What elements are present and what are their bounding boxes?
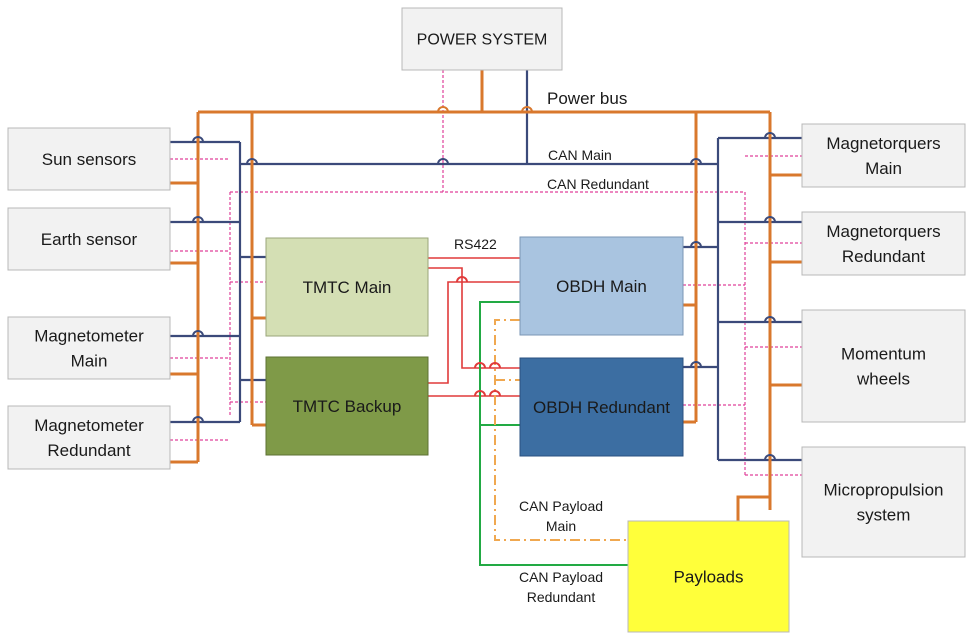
sun-sensors-label-line-1: Sun sensors	[42, 150, 137, 169]
magnetometer-main-label-line-1: Magnetometer	[34, 327, 144, 346]
can-payload-main-label-line1: CAN Payload	[519, 498, 603, 514]
can-payload-redundant-lines	[479, 301, 628, 566]
power-system-box: POWER SYSTEM	[401, 7, 563, 71]
can-payload-redundant-label-line1: CAN Payload	[519, 569, 603, 585]
magnetorquers-redundant-label-line-1: Magnetorquers	[826, 222, 940, 241]
micropropulsion-system-box: Micropropulsion system	[801, 446, 966, 558]
can-payload-main-label-line2: Main	[546, 518, 576, 534]
payloads-label-line-1: Payloads	[674, 567, 744, 586]
micropropulsion-system-label-line-2: system	[857, 505, 911, 524]
earth-sensor-label-line-1: Earth sensor	[41, 230, 138, 249]
magnetorquers-main-label-line-1: Magnetorquers	[826, 134, 940, 153]
can-main-label: CAN Main	[548, 147, 612, 163]
can-payload-redundant-label-line2: Redundant	[527, 589, 596, 605]
tmtc-main-label-line-1: TMTC Main	[303, 278, 392, 297]
magnetometer-redundant-label-line-1: Magnetometer	[34, 416, 144, 435]
sun-sensors-box: Sun sensors	[7, 127, 171, 191]
micropropulsion-system-label-line-1: Micropropulsion	[824, 481, 944, 500]
tmtc-backup-box: TMTC Backup	[265, 356, 429, 456]
power-bus-label: Power bus	[547, 89, 627, 108]
can-redundant-lines	[170, 70, 802, 476]
momentum-wheels-label-line-2: wheels	[856, 369, 910, 388]
obdh-redundant-box: OBDH Redundant	[519, 357, 684, 457]
magnetorquers-redundant-label-line-2: Redundant	[842, 247, 925, 266]
magnetometer-redundant-label-line-2: Redundant	[47, 441, 130, 460]
power-bus-lines	[170, 70, 802, 521]
rs422-lines	[428, 257, 520, 397]
power-system-label-line-1: POWER SYSTEM	[417, 32, 548, 49]
crossing-hops	[192, 106, 776, 461]
momentum-wheels-box: Momentum wheels	[801, 309, 966, 423]
earth-sensor-box: Earth sensor	[7, 207, 171, 271]
magnetorquers-main-label-line-2: Main	[865, 159, 902, 178]
obdh-redundant-label-line-1: OBDH Redundant	[533, 398, 670, 417]
tmtc-main-box: TMTC Main	[265, 237, 429, 337]
magnetometer-main-label-line-2: Main	[71, 351, 108, 370]
can-payload-main-lines	[494, 319, 628, 541]
momentum-wheels-label-line-1: Momentum	[841, 345, 926, 364]
can-redundant-label: CAN Redundant	[547, 176, 649, 192]
tmtc-backup-label-line-1: TMTC Backup	[293, 397, 402, 416]
obdh-main-label-line-1: OBDH Main	[556, 277, 647, 296]
obdh-main-box: OBDH Main	[519, 236, 684, 336]
payloads-box: Payloads	[627, 520, 790, 633]
rs422-label: RS422	[454, 236, 497, 252]
can-main-lines	[170, 70, 802, 462]
